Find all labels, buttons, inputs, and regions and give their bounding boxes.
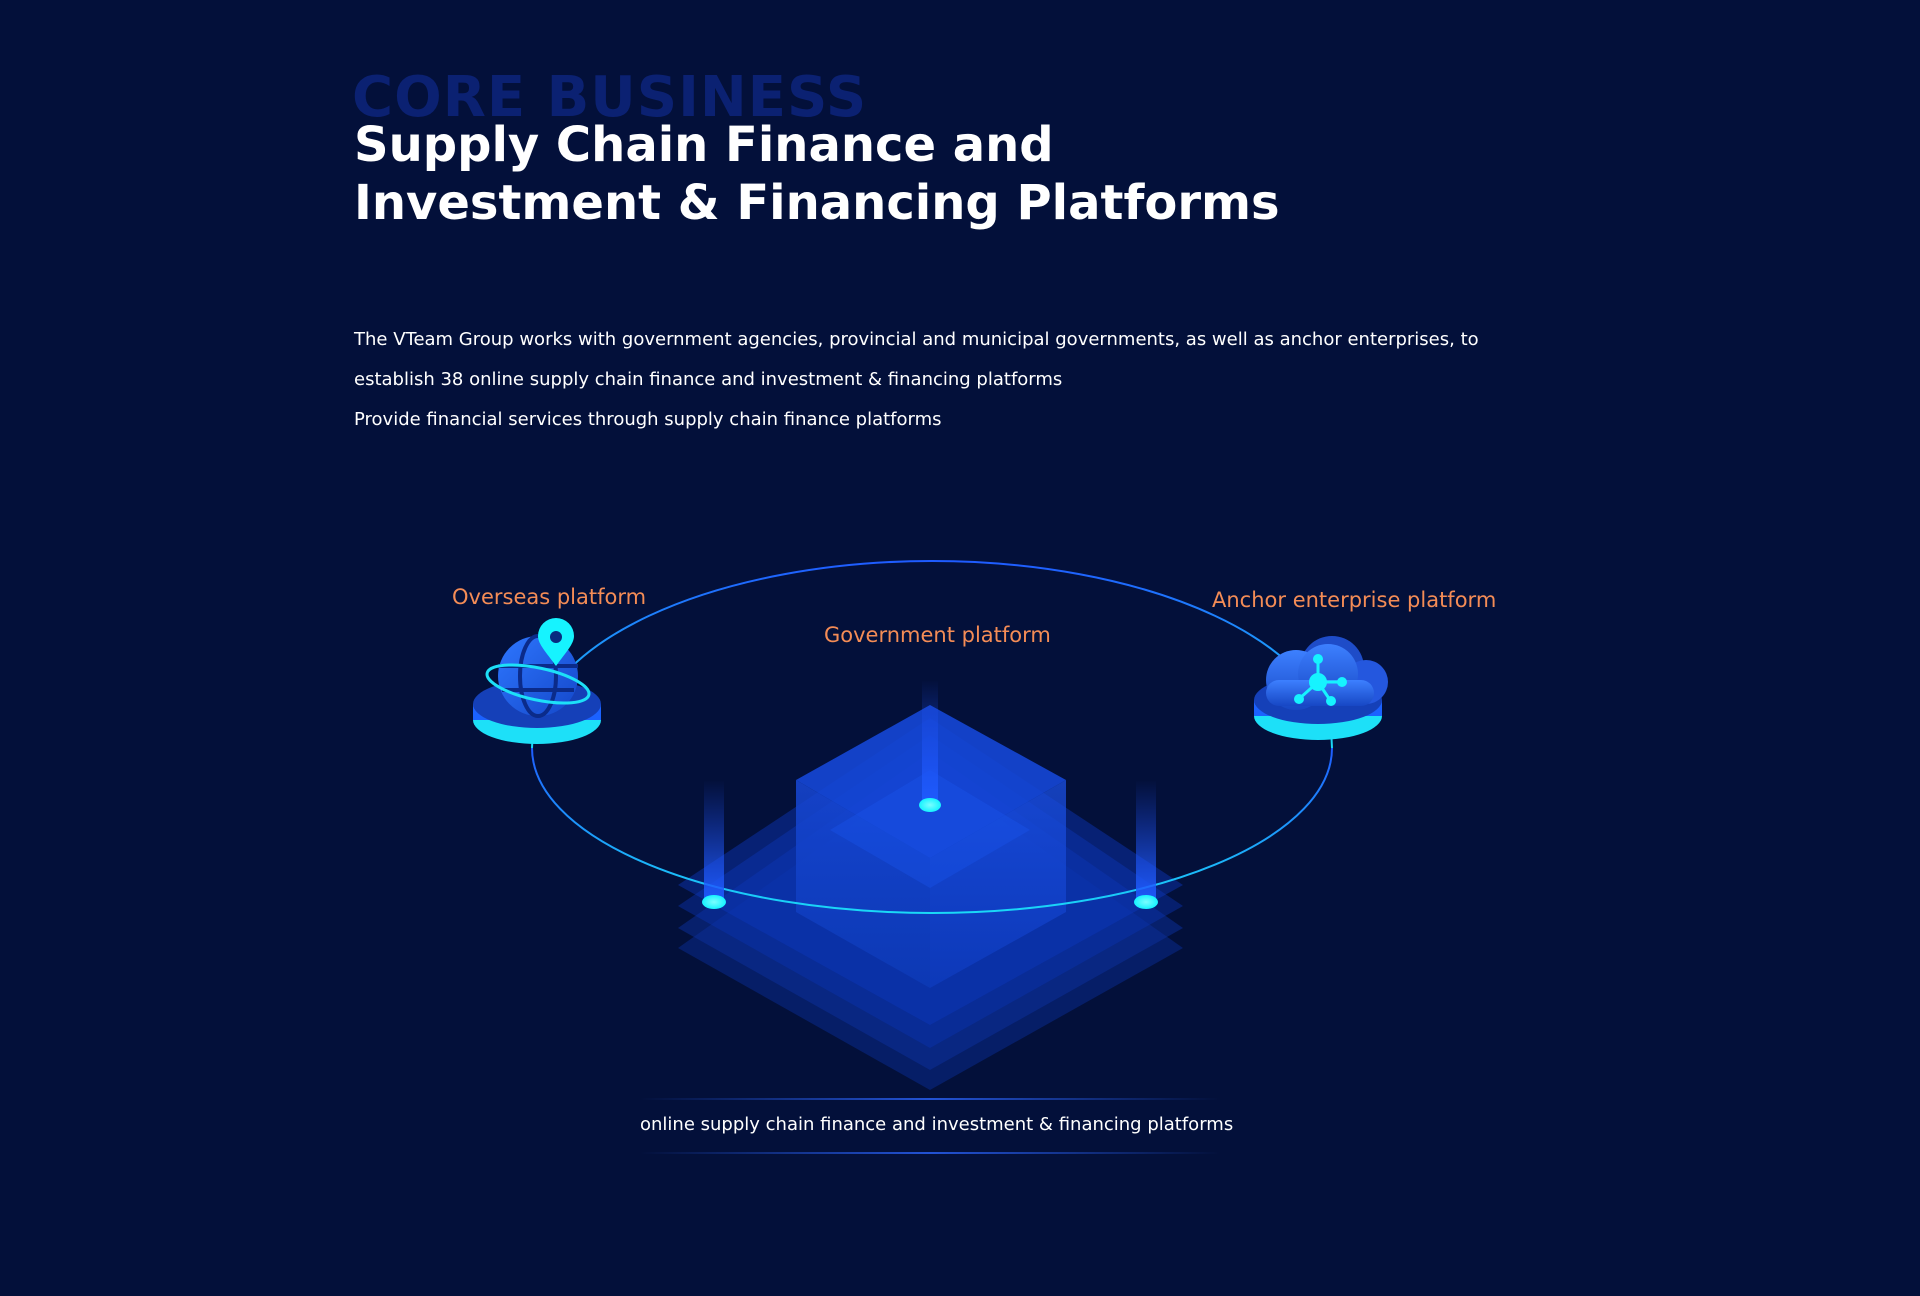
caption-divider-bottom (640, 1152, 1220, 1154)
section-eyebrow: CORE BUSINESS (352, 65, 868, 130)
diagram-caption-box: online supply chain finance and investme… (640, 1098, 1234, 1158)
cloud-network-icon (1254, 636, 1388, 740)
description-line: Provide financial services through suppl… (354, 409, 942, 430)
platform-ring-front (531, 747, 1333, 914)
globe-location-icon (473, 618, 601, 744)
right-node (1134, 895, 1158, 909)
description-line: The VTeam Group works with government ag… (354, 329, 1479, 390)
right-pillar (1136, 780, 1156, 902)
left-pillar (704, 780, 724, 902)
cube-inner-top (830, 770, 1030, 888)
center-pillar (922, 680, 938, 805)
caption-divider-top (640, 1098, 1220, 1100)
diagram-caption: online supply chain finance and investme… (640, 1114, 1234, 1135)
connection-pillars (702, 680, 1158, 909)
cube-left-face (796, 780, 930, 988)
anchor-enterprise-platform-label: Anchor enterprise platform (1212, 588, 1497, 612)
overseas-platform-label: Overseas platform (452, 585, 647, 609)
cube-right-face (930, 780, 1066, 988)
page-title: Supply Chain Finance and Investment & Fi… (354, 117, 1280, 231)
section-description: The VTeam Group works with government ag… (354, 320, 1554, 440)
left-node (702, 895, 726, 909)
center-node (919, 798, 941, 812)
government-platform-label: Government platform (824, 623, 1051, 647)
